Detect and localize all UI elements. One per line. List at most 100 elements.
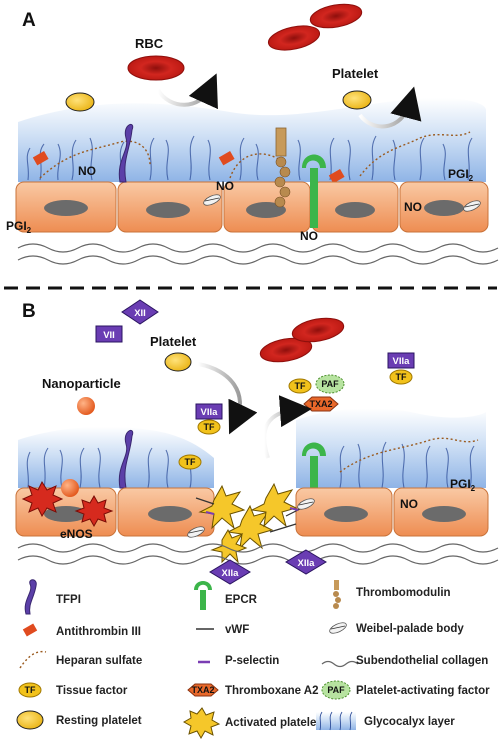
factor-xiia-left: XIIa (209, 559, 251, 585)
rbc-a-3 (309, 3, 363, 29)
legend-thrombomodulin: Thrombomodulin (333, 580, 451, 609)
pgi-label-b: PGI2 (450, 477, 476, 493)
rbc-b-1 (259, 337, 313, 363)
heparan-sulfate-b (339, 437, 479, 473)
platelet-flow-arrow-a (358, 86, 422, 129)
nanoparticle-label: Nanoparticle (42, 376, 121, 391)
tissue-factor-top: TF (288, 378, 312, 394)
platelet-flow-arrow-b (197, 362, 258, 435)
factor-vii: VII (95, 325, 123, 343)
legend-tfpi: TFPI (24, 579, 81, 615)
legend-antithrombin: Antithrombin III (22, 623, 141, 638)
resting-platelet-b (164, 352, 192, 372)
svg-text:VIIa: VIIa (201, 407, 219, 418)
svg-text:XII: XII (134, 308, 146, 319)
no-label-a-4: NO (404, 200, 422, 214)
factor-viia-right: VIIa (387, 352, 415, 369)
svg-text:XIIa: XIIa (298, 558, 316, 569)
svg-text:XIIa: XIIa (222, 568, 240, 579)
svg-text:TF: TF (295, 381, 306, 391)
svg-text:TF: TF (25, 685, 36, 695)
svg-text:TF: TF (185, 457, 196, 467)
thrombomodulin-a (274, 127, 291, 208)
tfpi-b (118, 429, 134, 489)
subendothelial-collagen-a (17, 243, 499, 265)
resting-platelet-a-1 (65, 92, 95, 112)
svg-text:Subendothelial collagen: Subendothelial collagen (356, 655, 488, 667)
weibel-palade-body-a-2 (463, 200, 481, 212)
glycocalyx-layer-b-left (18, 426, 214, 488)
svg-text:Antithrombin III: Antithrombin III (56, 626, 141, 638)
svg-text:Resting platelet: Resting platelet (56, 715, 142, 727)
svg-text:TXA2: TXA2 (191, 685, 214, 695)
tissue-factor-mid: TF (178, 454, 202, 470)
release-arrow-b (262, 395, 312, 459)
svg-text:Activated platelet: Activated platelet (225, 717, 320, 729)
antithrombin-a-1 (32, 151, 49, 166)
legend-thromboxane: TXA2 Thromboxane A2 (187, 683, 319, 697)
legend-paf: PAF Platelet-activating factor (321, 680, 490, 700)
svg-text:Heparan sulfate: Heparan sulfate (56, 655, 142, 667)
legend-epcr: EPCR (194, 581, 258, 610)
paf-badge-b: PAF (315, 374, 345, 394)
factor-xiia-right: XIIa (285, 549, 327, 575)
rbc-a-2 (267, 25, 321, 51)
svg-text:Tissue factor: Tissue factor (56, 685, 128, 697)
nanoparticle-1 (77, 397, 95, 415)
nanoparticle-2 (61, 479, 79, 497)
epcr-b (302, 442, 326, 498)
legend-tissue-factor: TF Tissue factor (18, 682, 128, 698)
activated-platelets (198, 482, 298, 564)
legend-activated-platelet: Activated platelet (182, 707, 320, 740)
svg-text:TF: TF (396, 372, 407, 382)
tissue-factor-left: TF (197, 419, 221, 435)
svg-text:TXA2: TXA2 (309, 399, 332, 409)
legend-heparan: Heparan sulfate (19, 650, 142, 669)
factor-xii: XII (121, 299, 159, 325)
panel-b: B XII VII Platelet Nanoparticle VIIa TF (15, 299, 499, 585)
weibel-palade-body-b-2 (297, 498, 315, 510)
svg-text:Glycocalyx layer: Glycocalyx layer (364, 716, 455, 728)
weibel-palade-body-a-1 (203, 194, 221, 206)
txa2-badge-b: TXA2 (303, 396, 339, 412)
legend-collagen: Subendothelial collagen (321, 655, 488, 668)
panel-a-label: A (22, 10, 36, 31)
rbc-b-2 (291, 317, 345, 343)
antithrombin-a-3 (328, 169, 345, 184)
p-selectin-marks (205, 507, 299, 515)
svg-text:vWF: vWF (225, 624, 249, 636)
svg-text:PAF: PAF (327, 685, 345, 695)
legend-pselectin: P-selectin (198, 655, 279, 667)
panel-a: A (6, 3, 499, 265)
enos-burst-2 (74, 494, 114, 528)
tfpi-a (118, 123, 134, 183)
no-label-a-2: NO (216, 179, 234, 193)
pgi-label-a-right: PGI2 (448, 167, 474, 183)
legend-weibel: Weibel-palade body (329, 622, 464, 635)
svg-text:Weibel-palade body: Weibel-palade body (356, 623, 464, 635)
glycocalyx-strands-b-left (26, 447, 195, 489)
svg-text:VIIa: VIIa (393, 356, 411, 367)
panel-b-label: B (22, 301, 36, 322)
no-label-a-3: NO (300, 229, 318, 243)
svg-text:Thromboxane A2: Thromboxane A2 (225, 685, 319, 697)
platelet-label-a: Platelet (332, 66, 379, 81)
factor-viia-left: VIIa (195, 403, 223, 420)
pgi-label-a-left: PGI2 (6, 219, 32, 235)
svg-text:EPCR: EPCR (225, 594, 258, 606)
svg-text:P-selectin: P-selectin (225, 655, 279, 667)
legend: TFPI EPCR Thrombomodulin Antithrombin II… (16, 579, 490, 740)
glycocalyx-layer-a (18, 98, 486, 182)
legend-vwf: vWF (196, 624, 249, 636)
svg-text:Thrombomodulin: Thrombomodulin (356, 587, 451, 599)
heparan-sulfate-a (39, 131, 471, 179)
rbc-label-a: RBC (135, 36, 164, 51)
resting-platelet-a-2 (342, 90, 372, 110)
tissue-factor-right: TF (389, 369, 413, 385)
antithrombin-a-2 (218, 151, 235, 166)
rbc-a-1 (127, 55, 185, 81)
legend-glycocalyx: Glycocalyx layer (316, 711, 455, 731)
epcr-a (302, 154, 326, 228)
no-label-a-1: NO (78, 164, 96, 178)
